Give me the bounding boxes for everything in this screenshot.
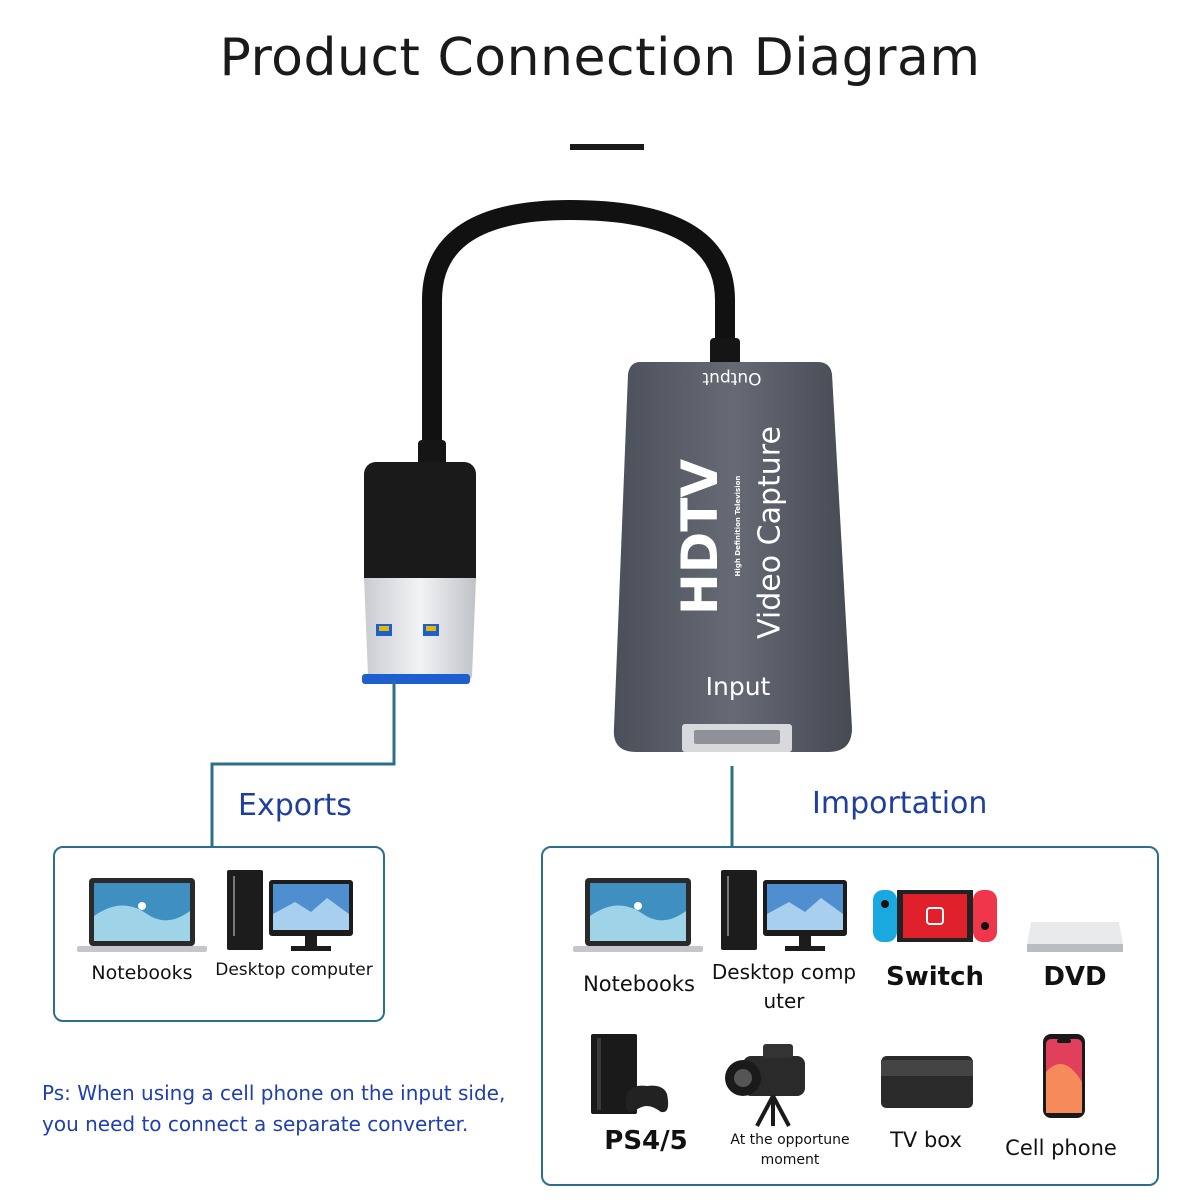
importation-item-label-switch: Switch (885, 962, 984, 992)
game-console-switch-icon (873, 890, 997, 942)
exports-connector-line (210, 680, 396, 846)
importation-panel: Notebooks Desktop comp uter Switch DVD P… (541, 846, 1159, 1186)
page-title: Product Connection Diagram (219, 28, 981, 88)
importation-label: Importation (812, 786, 988, 821)
exports-item-label-notebooks: Notebooks (91, 962, 193, 984)
exports-label: Exports (238, 788, 352, 823)
device-brand-sub: High Definition Television (734, 475, 742, 577)
importation-item-label-dvd: DVD (1043, 962, 1107, 992)
device-product-name: Video Capture (752, 426, 788, 639)
desktop-computer-icon (227, 870, 353, 951)
importation-item-label-notebooks: Notebooks (583, 972, 695, 996)
ps-console-icon (591, 1034, 669, 1114)
importation-item-label-phone: Cell phone (1005, 1136, 1117, 1160)
device-brand: HDTV (671, 458, 729, 616)
cell-phone-icon (1043, 1034, 1085, 1118)
importation-item-label-ps: PS4/5 (604, 1126, 688, 1156)
device-output-label: Output (702, 368, 762, 388)
device-input-label: Input (705, 672, 771, 701)
title-underline (570, 144, 644, 150)
tv-box-icon (881, 1056, 973, 1108)
importation-item-label-desktop: Desktop comp uter (711, 960, 857, 1013)
usb-plug-icon (362, 462, 476, 684)
exports-item-label-desktop: Desktop computer (215, 960, 373, 980)
laptop-icon (573, 878, 703, 952)
capture-device-icon (613, 362, 852, 752)
video-camera-icon (725, 1044, 805, 1127)
usb-cable (422, 199, 735, 480)
importation-item-label-tvbox: TV box (890, 1128, 962, 1152)
importation-item-label-camera: At the opportune moment (730, 1132, 850, 1168)
dvd-player-icon (1027, 922, 1123, 952)
laptop-icon (77, 878, 207, 952)
usage-note: Ps: When using a cell phone on the input… (42, 1081, 506, 1136)
exports-panel: Notebooks Desktop computer (53, 846, 385, 1022)
desktop-computer-icon (721, 870, 847, 951)
